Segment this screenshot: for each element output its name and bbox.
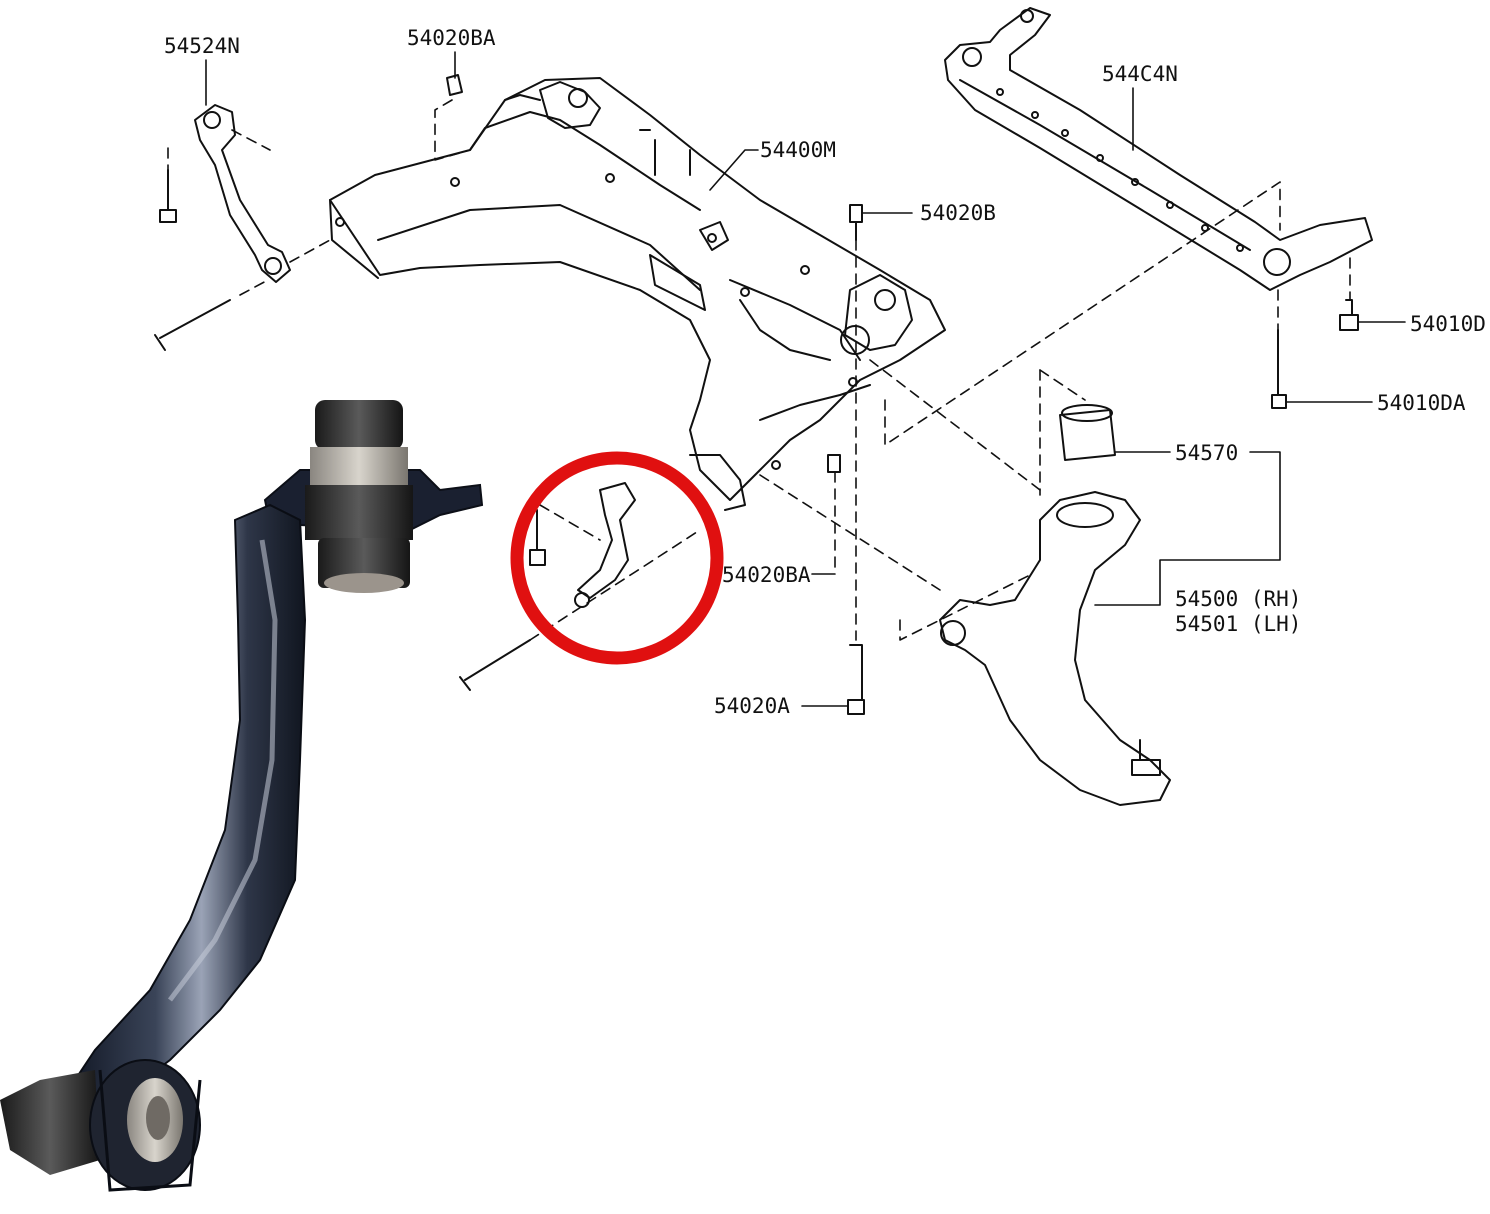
part-label-54020B: 54020B (920, 201, 996, 225)
crossmember-drawing (944, 7, 1373, 291)
part-label-544C4N: 544C4N (1102, 62, 1178, 86)
part-label-54570: 54570 (1175, 441, 1239, 465)
part-label-54010D: 54010D (1410, 312, 1486, 336)
part-label-54501-lh: 54501 (LH) (1175, 612, 1302, 636)
rear-link-drawing-top (154, 104, 291, 351)
part-label-54020A: 54020A (714, 694, 790, 718)
rear-link-drawing-center (459, 482, 636, 691)
part-label-54400M: 54400M (760, 138, 836, 162)
part-label-54500-rh: 54500 (RH) (1175, 587, 1302, 611)
part-label-54010DA: 54010DA (1377, 391, 1466, 415)
subframe-drawing (329, 77, 946, 511)
part-label-54020BA-mid: 54020BA (722, 563, 811, 587)
lower-arm-drawing (939, 404, 1171, 806)
highlight-circle (510, 451, 724, 665)
part-label-54020BA-top: 54020BA (407, 26, 496, 50)
rear-link-photo (0, 400, 484, 1192)
leader-lines (205, 51, 1406, 707)
assembly-dash-lines (167, 99, 1351, 641)
part-label-54524N: 54524N (164, 34, 240, 58)
